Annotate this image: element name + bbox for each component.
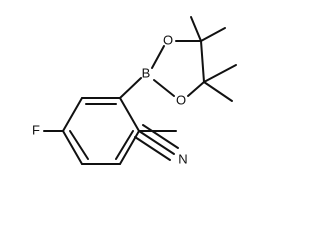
nitrogen-atom-label: N <box>178 151 187 166</box>
bond-methyl-bottom-1 <box>203 64 237 83</box>
fluorine-atom-label: F <box>32 122 40 137</box>
molecule-diagram: F B N O O <box>32 16 237 167</box>
bond-c-b <box>119 77 142 99</box>
bond-methyl-top-2 <box>200 27 226 42</box>
bond-cn-2 <box>142 124 179 149</box>
bond-methyl-top-1 <box>190 16 202 42</box>
oxygen-top-atom-label: O <box>163 32 173 47</box>
bond-ring-c-c <box>200 40 205 83</box>
bond-cn-3 <box>134 136 171 161</box>
bond-b-o-bottom <box>153 79 175 97</box>
bond-methyl-bottom-2 <box>203 81 233 102</box>
bond-ring-3-inner <box>115 130 134 160</box>
bond-ring-2 <box>119 97 140 132</box>
bond-ring-5-inner <box>69 130 89 160</box>
oxygen-bottom-atom-label: O <box>176 92 186 107</box>
boron-atom-label: B <box>142 65 151 80</box>
bond-cn-1 <box>138 130 175 155</box>
molecule-structure: F B N O O <box>32 16 237 166</box>
bond-ring-5 <box>62 130 83 165</box>
bond-ring-6 <box>62 97 83 132</box>
bond-b-o-top <box>151 45 165 69</box>
bond-o-bottom-c <box>187 81 205 97</box>
